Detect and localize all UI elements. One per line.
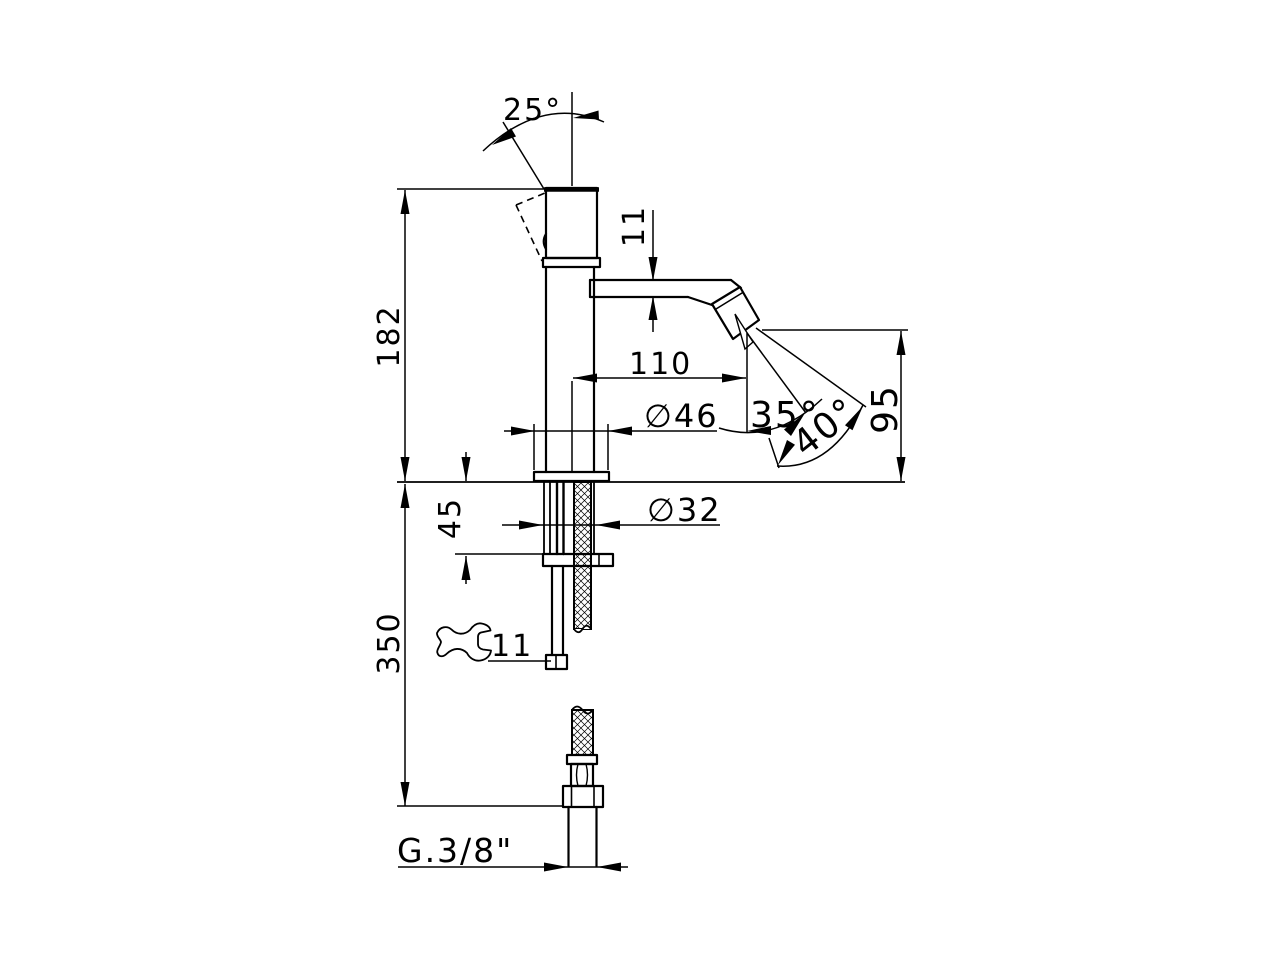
dim-jet-angle-min-label: 35° xyxy=(750,395,820,436)
dim-handle-angle: 25° xyxy=(482,92,605,190)
flex-hose-lower xyxy=(561,705,605,868)
aerator xyxy=(710,285,761,351)
flex-hose-upper xyxy=(573,481,592,634)
dim-tail-diameter-label: ∅32 xyxy=(647,491,722,529)
dim-supply-connection-label: G.3/8" xyxy=(397,831,513,870)
fixing-rod xyxy=(544,564,569,671)
dimension-lines: 25° 11 182 110 xyxy=(372,92,908,872)
dim-deck-thickness-label: 45 xyxy=(433,497,468,539)
threaded-shank xyxy=(543,480,595,556)
jet-direction-marker xyxy=(734,313,754,351)
dim-height-182-label: 182 xyxy=(372,304,407,367)
connection-tail-tube xyxy=(567,805,598,868)
dim-spout-thickness-label: 11 xyxy=(617,205,652,247)
dim-tail-diameter: ∅32 xyxy=(502,491,722,530)
hose-bellows xyxy=(569,762,595,788)
handle-pivot-arc xyxy=(542,232,548,251)
dim-wrench-size-label: 11 xyxy=(491,629,533,664)
dim-jet-angles: 35° 40° xyxy=(718,327,867,469)
dim-under-deck-length: 350 xyxy=(372,484,564,807)
hose-break-line xyxy=(573,624,592,634)
faucet-outline xyxy=(397,186,905,868)
dim-supply-connection: G.3/8" xyxy=(397,831,628,872)
dim-deck-thickness: 45 xyxy=(433,452,543,584)
dim-spout-thickness: 11 xyxy=(617,205,658,332)
dim-wrench-size: 11 xyxy=(488,629,551,664)
dim-handle-angle-label: 25° xyxy=(503,93,562,128)
handle-body xyxy=(544,186,599,260)
dim-under-deck-length-label: 350 xyxy=(372,611,407,674)
connection-hex-nut xyxy=(561,784,605,809)
hose-crimp-band xyxy=(565,753,599,766)
dim-outlet-height: 95 xyxy=(762,329,908,481)
dim-reach-110-label: 110 xyxy=(629,347,692,382)
dim-base-diameter: ∅46 xyxy=(504,397,719,470)
dim-base-diameter-label: ∅46 xyxy=(644,397,719,435)
dim-outlet-height-label: 95 xyxy=(865,384,906,434)
mounting-nut xyxy=(541,552,615,568)
wrench-icon xyxy=(436,622,492,662)
base-plate xyxy=(532,470,611,483)
handle-tilted-ghost xyxy=(515,192,546,262)
dim-height-182: 182 xyxy=(372,188,546,481)
dim-reach-110: 110 xyxy=(571,347,746,471)
cartridge-collar xyxy=(541,256,602,269)
